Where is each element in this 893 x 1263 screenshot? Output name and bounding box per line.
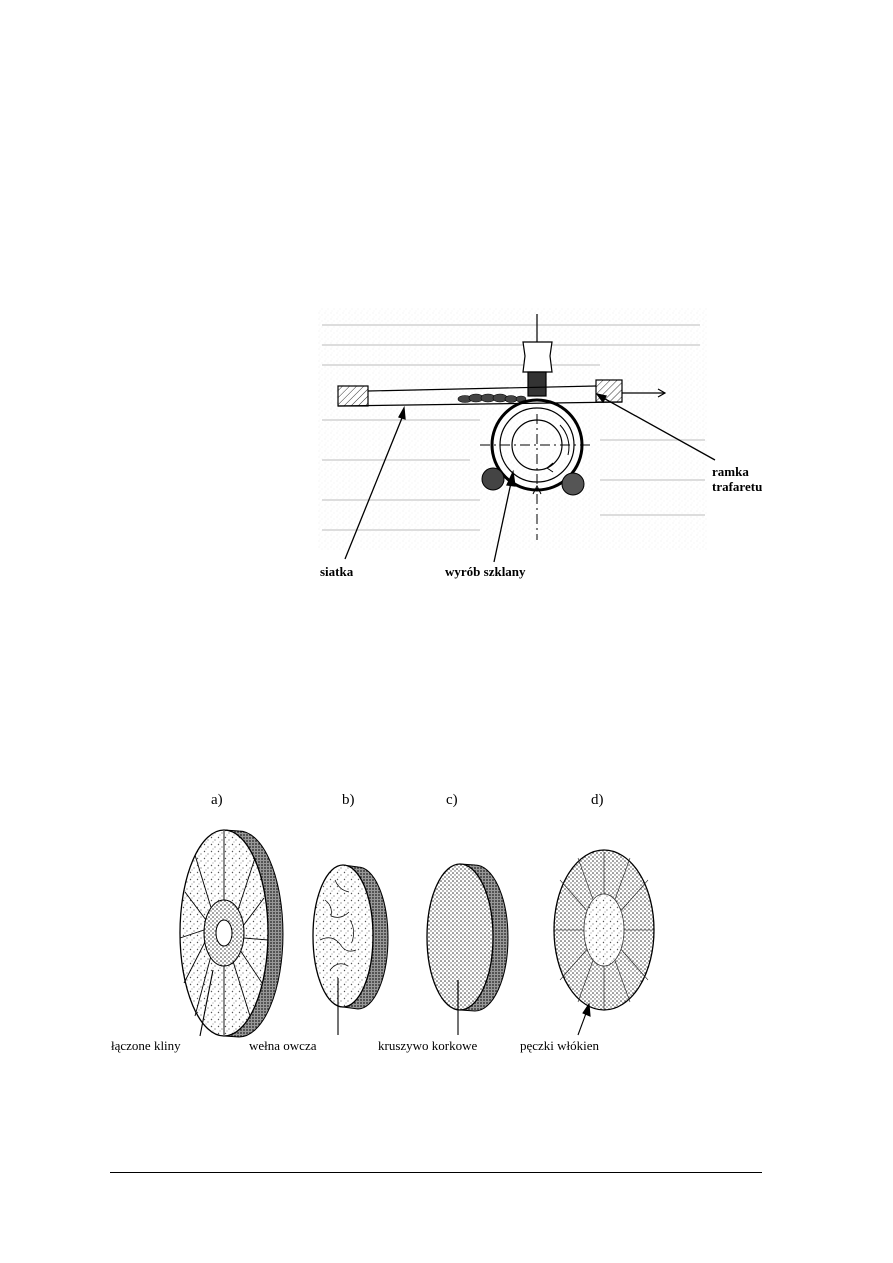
glass-cylinder [480, 398, 594, 540]
figure-screen-printing: siatka wyrób szklany ramka trafaretu [0, 0, 893, 620]
footer-rule [110, 1172, 762, 1173]
scan-background [318, 308, 708, 550]
ink-paste [457, 393, 527, 403]
panel-label-a: łączone kliny [111, 1038, 181, 1053]
panel-letter-c: c) [446, 792, 458, 808]
label-screen-frame-line1: ramka [712, 464, 749, 479]
leader-lines [344, 392, 716, 563]
faint-text-lines [322, 324, 705, 531]
label-screen-frame: ramka trafaretu [712, 464, 762, 494]
polishing-discs-diagram [179, 829, 655, 1038]
disc-b-sheep-wool [312, 864, 389, 1010]
screen-frame [337, 379, 667, 407]
panel-label-d: pęczki włókien [520, 1038, 600, 1053]
disc-a-wedges [179, 829, 284, 1038]
squeegee [522, 314, 553, 397]
screen-printing-diagram [318, 308, 716, 563]
disc-d-fibre-bundles [553, 849, 655, 1011]
disc-leader-lines [199, 969, 591, 1037]
panel-label-b: wełna owcza [249, 1038, 317, 1053]
label-screen-frame-line2: trafaretu [712, 479, 763, 494]
panel-letter-b: b) [342, 792, 355, 808]
disc-c-cork-aggregate [426, 863, 509, 1012]
panel-letter-d: d) [591, 792, 604, 808]
figure-polishing-discs: a) b) c) d) łączone kliny wełna owcza kr… [0, 780, 893, 1080]
panel-letter-a: a) [211, 792, 223, 808]
support-roller-right [561, 472, 585, 496]
label-glass-product: wyrób szklany [445, 564, 526, 579]
panel-label-c: kruszywo korkowe [378, 1038, 478, 1053]
label-mesh: siatka [320, 564, 354, 579]
support-roller-left [481, 467, 505, 491]
